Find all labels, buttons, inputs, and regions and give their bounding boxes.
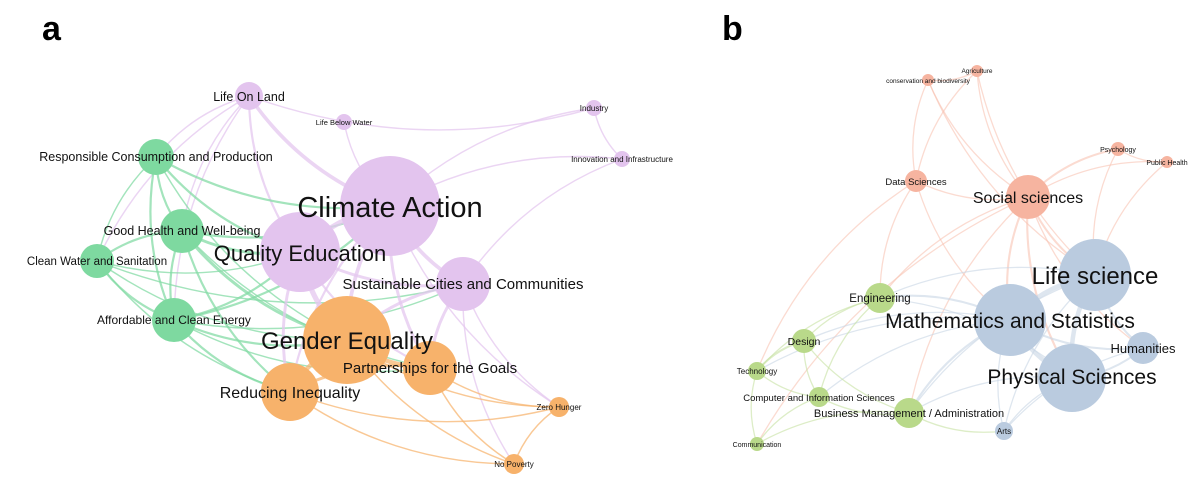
node-label-climate: Climate Action bbox=[297, 192, 482, 224]
node-humanities bbox=[1127, 332, 1159, 364]
edge-social_sciences-engineering bbox=[879, 196, 1029, 299]
edge-technology-communication bbox=[750, 370, 758, 445]
node-label-industry: Industry bbox=[580, 104, 608, 113]
node-communication bbox=[750, 437, 764, 451]
node-business bbox=[894, 398, 924, 428]
node-innovation bbox=[614, 151, 630, 167]
edge-data_sciences-technology bbox=[756, 180, 917, 372]
panel-letter-a: a bbox=[42, 10, 62, 48]
node-label-data-sciences: Data Sciences bbox=[885, 177, 947, 188]
node-agriculture bbox=[971, 65, 983, 77]
node-label-affordable: Affordable and Clean Energy bbox=[97, 313, 251, 327]
node-label-zero-hunger: Zero Hunger bbox=[537, 403, 582, 412]
edge-life_on_land-affordable bbox=[173, 95, 250, 321]
node-label-good-health: Good Health and Well-being bbox=[104, 224, 261, 238]
node-life-on-land bbox=[235, 82, 263, 110]
node-label-arts: Arts bbox=[997, 427, 1011, 436]
node-responsible bbox=[138, 139, 174, 175]
edge-conservation-data_sciences bbox=[912, 79, 929, 182]
node-label-gender: Gender Equality bbox=[261, 328, 433, 355]
node-social-sciences bbox=[1006, 175, 1050, 219]
node-physical bbox=[1038, 344, 1106, 412]
node-psychology bbox=[1111, 142, 1125, 156]
node-quality-edu bbox=[260, 212, 340, 292]
node-engineering bbox=[865, 283, 895, 313]
node-no-poverty bbox=[504, 454, 524, 474]
node-label-physical: Physical Sciences bbox=[987, 366, 1156, 389]
node-label-quality-edu: Quality Education bbox=[214, 241, 386, 266]
node-label-life-science: Life science bbox=[1032, 263, 1159, 290]
node-conservation bbox=[922, 74, 934, 86]
node-clean-water bbox=[80, 244, 114, 278]
node-zero-hunger bbox=[549, 397, 569, 417]
node-label-innovation: Innovation and Infrastructure bbox=[571, 155, 673, 164]
node-label-partnerships: Partnerships for the Goals bbox=[343, 360, 517, 377]
node-computer bbox=[809, 387, 829, 407]
node-industry bbox=[586, 100, 602, 116]
node-label-social-sciences: Social sciences bbox=[973, 190, 1083, 207]
edge-computer-communication bbox=[756, 396, 820, 445]
node-reducing bbox=[261, 363, 319, 421]
edge-business-communication bbox=[756, 410, 910, 445]
edge-clean_water-sustainable bbox=[96, 260, 464, 304]
node-label-communication: Communication bbox=[733, 442, 782, 449]
node-partnerships bbox=[403, 341, 457, 395]
node-label-life-below-water: Life Below Water bbox=[316, 118, 373, 127]
edge-industry-innovation bbox=[593, 107, 623, 160]
node-climate bbox=[340, 156, 440, 256]
node-arts bbox=[995, 422, 1013, 440]
node-affordable bbox=[152, 298, 196, 342]
node-label-clean-water: Clean Water and Sanitation bbox=[27, 256, 167, 268]
node-life-below-water bbox=[336, 114, 352, 130]
panel-letter-b: b bbox=[722, 10, 743, 48]
node-label-life-on-land: Life On Land bbox=[213, 90, 285, 104]
node-label-agriculture: Agriculture bbox=[961, 68, 992, 75]
edge-engineering-computer bbox=[818, 297, 881, 398]
node-data-sciences bbox=[905, 170, 927, 192]
node-technology bbox=[748, 362, 766, 380]
node-life-science bbox=[1059, 239, 1131, 311]
node-label-computer: Computer and Information Sciences bbox=[743, 393, 895, 404]
node-label-conservation: conservation and biodiversity bbox=[886, 78, 971, 85]
nodes-a bbox=[80, 82, 630, 474]
labels-b: conservation and biodiversity Agriculture… bbox=[733, 68, 1188, 449]
edge-reducing-zero_hunger bbox=[289, 391, 560, 423]
node-label-design: Design bbox=[788, 336, 821, 348]
edge-life_on_land-industry bbox=[248, 95, 595, 131]
node-sustainable bbox=[436, 257, 490, 311]
node-label-public-health: Public Health bbox=[1146, 160, 1187, 167]
edge-reducing-no_poverty bbox=[289, 391, 515, 465]
nodes-b bbox=[748, 65, 1173, 451]
node-good-health bbox=[160, 209, 204, 253]
edge-innovation-sustainable bbox=[462, 158, 623, 285]
node-label-business: Business Management / Administration bbox=[814, 408, 1004, 420]
node-label-humanities: Humanities bbox=[1110, 341, 1176, 356]
edge-data_sciences-engineering bbox=[879, 180, 917, 299]
node-label-reducing: Reducing Inequality bbox=[220, 385, 361, 402]
node-label-no-poverty: No Poverty bbox=[494, 460, 534, 469]
edge-agriculture-data_sciences bbox=[915, 70, 978, 182]
node-label-technology: Technology bbox=[737, 367, 777, 376]
node-math-stats bbox=[974, 284, 1046, 356]
edge-good_health-partnerships bbox=[181, 230, 431, 369]
node-public-health bbox=[1161, 156, 1173, 168]
node-label-sustainable: Sustainable Cities and Communities bbox=[343, 276, 584, 293]
node-gender bbox=[303, 296, 391, 384]
node-label-psychology: Psychology bbox=[1100, 147, 1136, 154]
node-design bbox=[792, 329, 816, 353]
node-label-responsible: Responsible Consumption and Production bbox=[39, 150, 273, 164]
node-label-engineering: Engineering bbox=[849, 293, 910, 305]
node-label-math-stats: Mathematics and Statistics bbox=[885, 310, 1135, 333]
edge-social_sciences-business bbox=[908, 196, 1029, 414]
panel-b: b conservation and biodiversity Agricultu… bbox=[722, 10, 1188, 451]
